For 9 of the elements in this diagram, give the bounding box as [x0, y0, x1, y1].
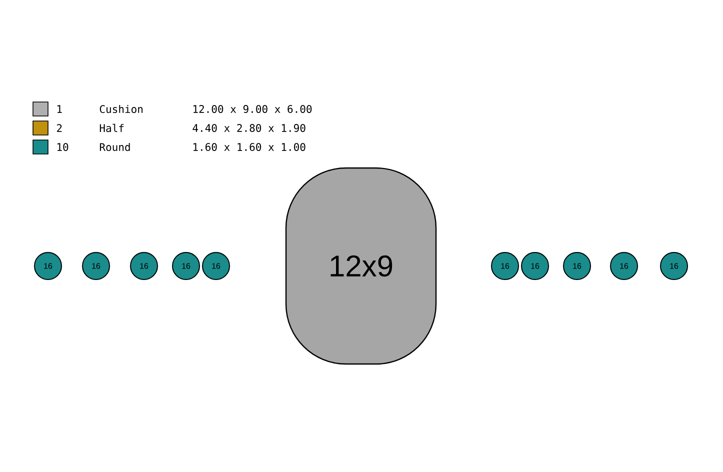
dimension-label: 12.00 x 9.00 x 6.00: [193, 105, 312, 113]
count-label: 2: [56, 124, 62, 132]
dimension-label: 1.60 x 1.60 x 1.00: [193, 143, 306, 151]
legend-label: Cushion: [100, 104, 142, 114]
dimension-label: 4.40 x 2.80 x 1.90: [192, 124, 306, 132]
count-label: 10: [57, 143, 68, 151]
count-label: 1: [57, 105, 62, 113]
legend-label: Half: [100, 124, 124, 132]
legend-label: Round: [100, 142, 130, 152]
